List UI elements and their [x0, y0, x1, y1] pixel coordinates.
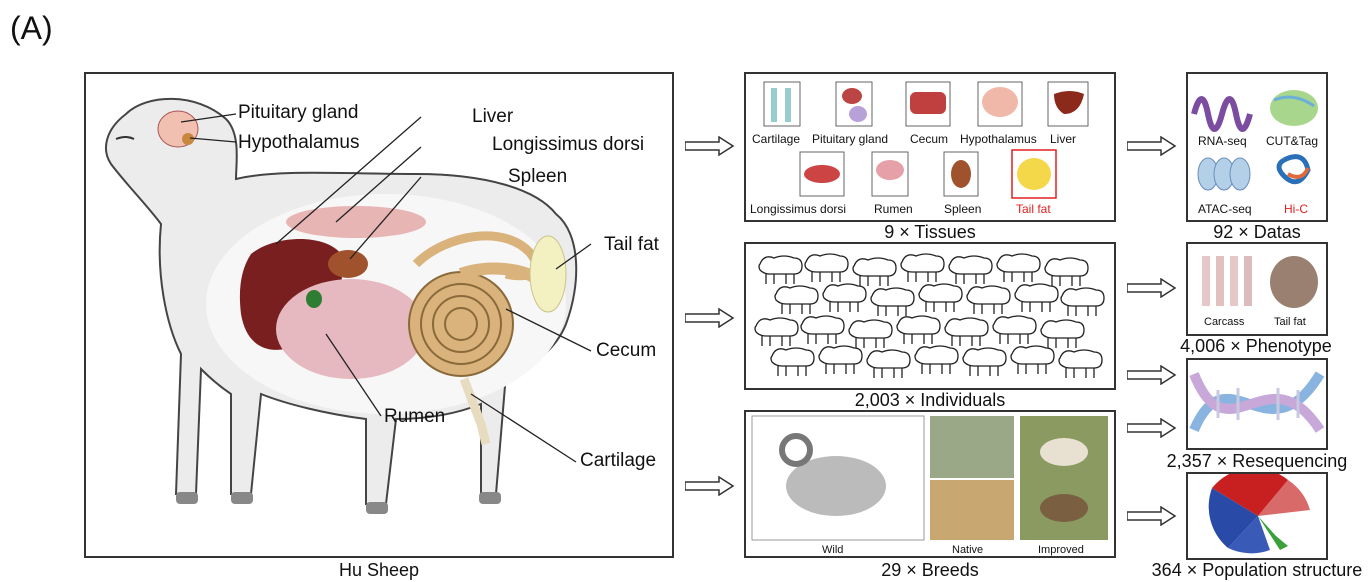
- tissue-label-spleen: Spleen: [944, 202, 981, 216]
- sheep-anatomy-panel: Pituitary gland Hypothalamus Liver Longi…: [84, 72, 674, 558]
- label-liver: Liver: [472, 106, 513, 128]
- arrow-to-breeds: [685, 476, 735, 496]
- tissue-label-hypothalamus: Hypothalamus: [960, 132, 1037, 146]
- label-cecum: Cecum: [596, 340, 656, 362]
- individuals-caption: 2,003 × Individuals: [744, 390, 1116, 411]
- label-tail-fat: Tail fat: [604, 234, 659, 256]
- breed-label-native: Native: [952, 544, 983, 556]
- tissue-label-tail-fat: Tail fat: [1016, 202, 1051, 216]
- tissue-label-pituitary: Pituitary gland: [812, 132, 888, 146]
- label-spleen: Spleen: [508, 166, 567, 188]
- phenotype-caption: 4,006 × Phenotype: [1156, 336, 1356, 357]
- phenotype-label-carcass: Carcass: [1204, 316, 1244, 328]
- phenotype-label-tail-fat: Tail fat: [1274, 316, 1306, 328]
- phenotype-panel: Carcass Tail fat: [1186, 242, 1328, 336]
- datas-label-atac-seq: ATAC-seq: [1198, 202, 1252, 216]
- arrow-to-population: [1127, 506, 1177, 526]
- label-cartilage: Cartilage: [580, 450, 656, 472]
- population-tree-icon: [1188, 474, 1326, 558]
- breed-label-wild: Wild: [822, 544, 843, 556]
- tissue-label-liver: Liver: [1050, 132, 1076, 146]
- tissue-label-cartilage: Cartilage: [752, 132, 800, 146]
- hu-sheep-caption: Hu Sheep: [84, 560, 674, 581]
- tissue-icons: [746, 74, 1114, 220]
- breeds-panel: Wild Native Improved: [744, 410, 1116, 558]
- label-hypothalamus: Hypothalamus: [238, 132, 359, 154]
- resequencing-caption: 2,357 × Resequencing: [1146, 451, 1368, 472]
- datas-label-cut-tag: CUT&Tag: [1266, 134, 1318, 148]
- population-panel: [1186, 472, 1328, 560]
- breeds-photos: [746, 412, 1114, 556]
- dna-helix-icon: [1188, 360, 1326, 448]
- datas-label-rna-seq: RNA-seq: [1198, 134, 1247, 148]
- tissues-panel: Cartilage Pituitary gland Cecum Hypothal…: [744, 72, 1116, 222]
- label-longissimus-dorsi: Longissimus dorsi: [492, 134, 644, 156]
- arrow-to-resequencing-2: [1127, 418, 1177, 438]
- label-rumen: Rumen: [384, 406, 445, 428]
- arrow-to-individuals: [685, 308, 735, 328]
- arrow-to-resequencing-1: [1127, 365, 1177, 385]
- tissues-caption: 9 × Tissues: [744, 222, 1116, 243]
- population-caption: 364 × Population structure: [1142, 560, 1372, 581]
- breeds-caption: 29 × Breeds: [744, 560, 1116, 581]
- breed-label-improved: Improved: [1038, 544, 1084, 556]
- datas-caption: 92 × Datas: [1186, 222, 1328, 243]
- panel-label: (A): [10, 10, 53, 47]
- sheep-flock-illustration: [746, 244, 1114, 388]
- tissue-label-rumen: Rumen: [874, 202, 913, 216]
- datas-label-hi-c: Hi-C: [1284, 202, 1308, 216]
- datas-panel: RNA-seq CUT&Tag ATAC-seq Hi-C: [1186, 72, 1328, 222]
- arrow-to-datas: [1127, 136, 1177, 156]
- arrow-to-phenotype: [1127, 278, 1177, 298]
- tissue-label-cecum: Cecum: [910, 132, 948, 146]
- tissue-label-longissimus: Longissimus dorsi: [750, 202, 846, 216]
- individuals-panel: [744, 242, 1116, 390]
- label-pituitary-gland: Pituitary gland: [238, 102, 358, 124]
- arrow-to-tissues: [685, 136, 735, 156]
- resequencing-panel: [1186, 358, 1328, 450]
